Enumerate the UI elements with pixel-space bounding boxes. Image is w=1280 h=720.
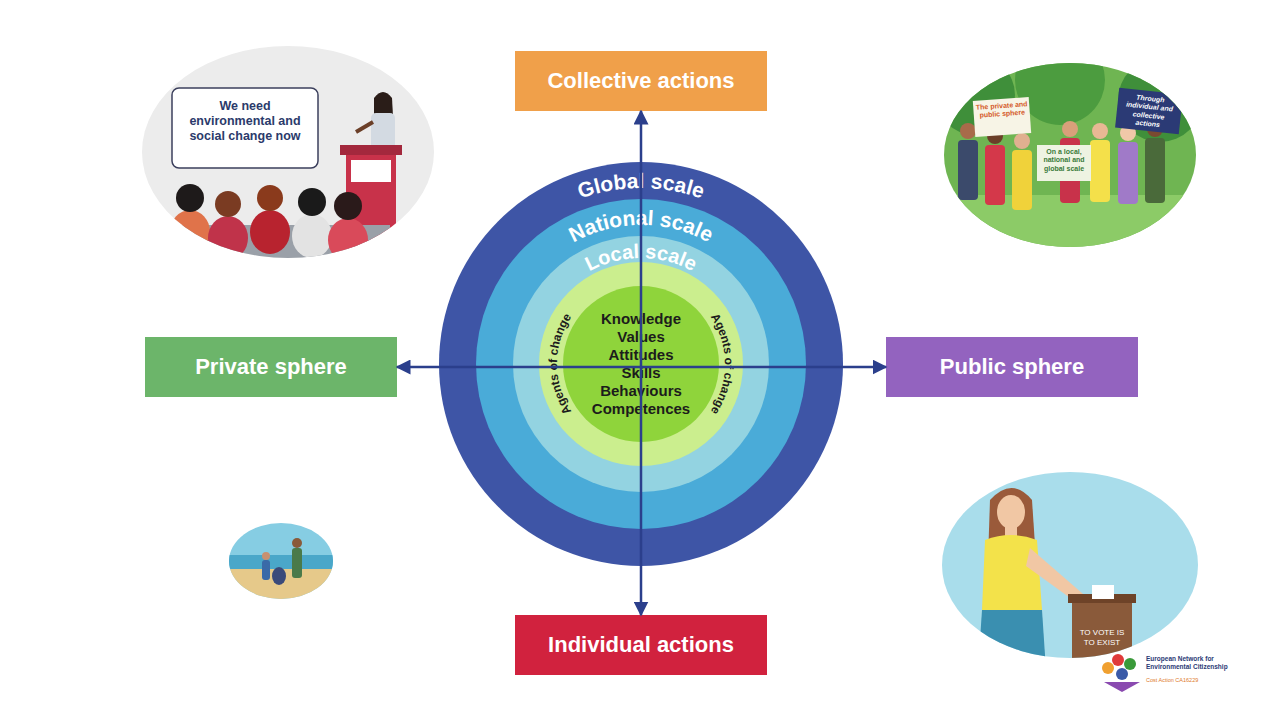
audience-body [170, 210, 210, 254]
grass [940, 195, 1200, 255]
person-head [1092, 123, 1108, 139]
audience-body [328, 218, 368, 262]
logo-figure [1102, 662, 1114, 674]
face [997, 495, 1025, 529]
podium-top [340, 145, 402, 155]
skirt [978, 610, 1046, 670]
ballot-text: TO VOTE IS TO EXIST [1076, 628, 1128, 647]
trash-bag [272, 567, 286, 585]
person-head [292, 538, 302, 548]
sky [228, 522, 334, 602]
scene-background [140, 44, 440, 264]
audience-body [292, 214, 332, 258]
protest-sign [1115, 88, 1183, 134]
podium-panel [351, 160, 391, 182]
sign-text: On a local, national and global scale [1039, 148, 1089, 173]
competence-item: Competences [592, 400, 690, 418]
core-circle: KnowledgeValuesAttitudesSkillsBehaviours… [563, 286, 719, 442]
scale-circle: National scaleLocal scaleAgents of chang… [476, 199, 806, 529]
network-logo [1102, 654, 1140, 692]
person [1118, 142, 1138, 204]
person-head [1014, 133, 1030, 149]
logo-figure [1104, 682, 1140, 692]
logo-figure [1124, 658, 1136, 670]
speaker-scene [140, 44, 440, 265]
slide-board [172, 88, 318, 168]
person [1145, 138, 1165, 203]
circle-label: Global scale [575, 169, 708, 203]
logo-figure [1116, 668, 1128, 680]
scale-circle: Local scaleAgents of changeAgents of cha… [513, 236, 769, 492]
axis-box: Public sphere [886, 337, 1138, 397]
speaker-arm [356, 122, 373, 132]
person-head [960, 123, 976, 139]
person [1090, 140, 1110, 202]
audience-head [257, 185, 283, 211]
audience-body [208, 216, 248, 260]
audience-head [215, 191, 241, 217]
competence-item: Attitudes [609, 346, 674, 364]
child-head [262, 552, 270, 560]
competence-item: Behaviours [600, 382, 682, 400]
demonstration-scene [935, 35, 1202, 255]
competence-item: Values [617, 328, 665, 346]
logo-text: Cost Action CA16229 [1146, 677, 1236, 684]
logo-text: European Network for Environmental Citiz… [1146, 655, 1236, 671]
box-label: Individual actions [548, 632, 734, 658]
audience-head [176, 184, 204, 212]
scale-circle: Global scaleNational scaleLocal scaleAge… [439, 162, 843, 566]
speaker-hair [374, 92, 393, 116]
audience-head [298, 188, 326, 216]
agents-ring: Agents of changeAgents of changeKnowledg… [539, 262, 743, 466]
person [1012, 150, 1032, 210]
slide-text: We need environmental and social change … [178, 99, 312, 144]
box-label: Private sphere [195, 354, 347, 380]
person-head [1062, 121, 1078, 137]
box-label: Public sphere [940, 354, 1084, 380]
child [262, 560, 270, 580]
sign-text: Through individual and collective action… [1118, 92, 1179, 131]
box-label: Collective actions [547, 68, 734, 94]
person [985, 145, 1005, 205]
ballot-paper [1092, 585, 1114, 599]
protest-sign [973, 97, 1031, 137]
beach-scene [228, 522, 334, 602]
axis-box: Collective actions [515, 51, 767, 111]
water [228, 555, 334, 569]
voting-scene [940, 470, 1200, 670]
logo-figure [1112, 654, 1124, 666]
shirt [982, 535, 1042, 610]
scene-background [940, 470, 1200, 660]
person [958, 140, 978, 200]
audience-head [334, 192, 362, 220]
audience-body [250, 210, 290, 254]
competence-item: Skills [621, 364, 660, 382]
person [292, 548, 302, 578]
axis-box: Individual actions [515, 615, 767, 675]
competence-item: Knowledge [601, 310, 681, 328]
protest-sign [1037, 145, 1091, 181]
axis-box: Private sphere [145, 337, 397, 397]
ballot-box [1072, 600, 1132, 662]
